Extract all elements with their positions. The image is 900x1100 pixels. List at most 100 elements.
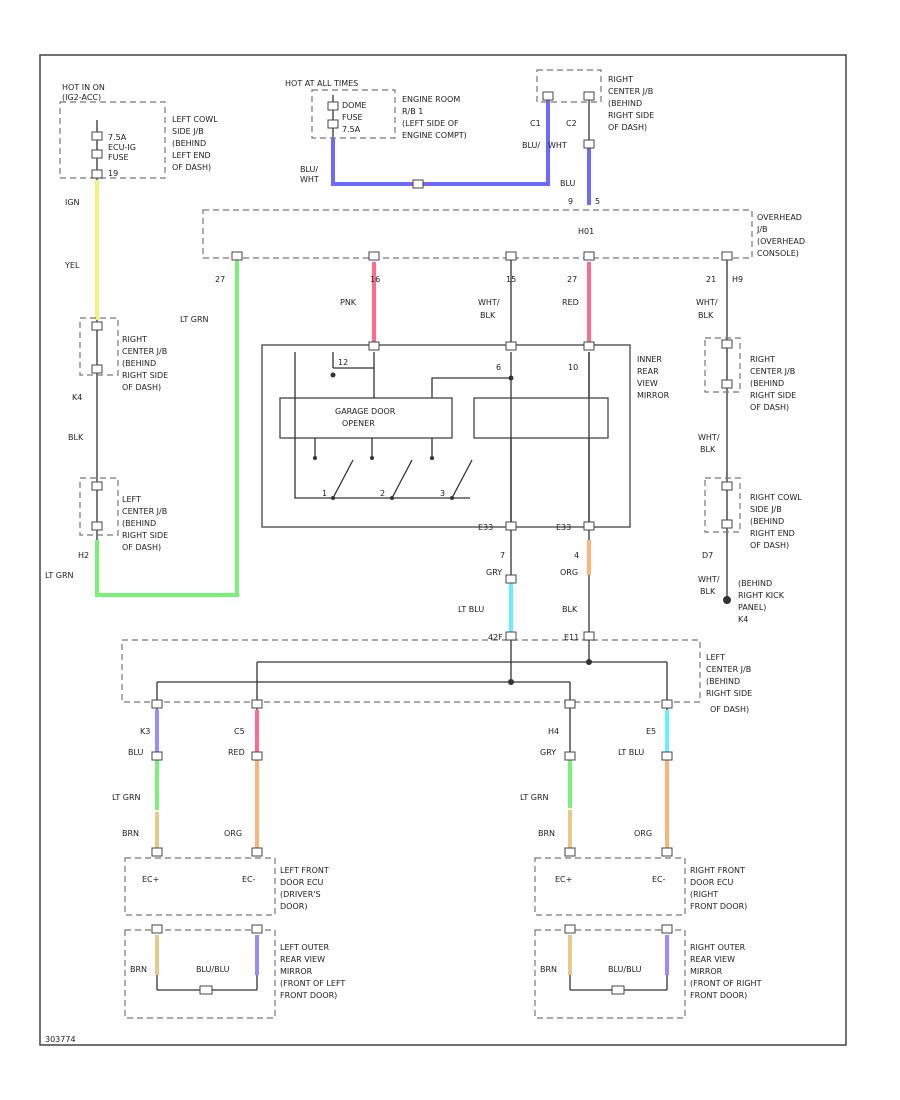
garage-door-opener-box — [279, 397, 453, 439]
lom-label: LEFT OUTER — [280, 943, 329, 952]
wire-label-gry: GRY — [486, 568, 502, 577]
pin-9: 9 — [568, 197, 573, 206]
rcjb-top5: OF DASH) — [608, 123, 647, 132]
e33-a: E33 — [478, 523, 493, 532]
lcjb-left3: (BEHIND — [122, 519, 156, 528]
mirror-circuit-box — [473, 397, 609, 439]
mirror-pin-10: 10 — [568, 363, 578, 372]
fuse1-location3: (BEHIND — [172, 139, 206, 148]
switch-3: 3 — [440, 489, 445, 498]
mirror-pin-12: 12 — [338, 358, 348, 367]
ec-minus-right: EC- — [652, 875, 666, 884]
fuse1-location: LEFT COWL — [172, 115, 218, 124]
gdo-label: GARAGE DOOR — [335, 407, 396, 416]
lcjb-left: LEFT — [122, 495, 141, 504]
wire-label-blk: BLK — [68, 433, 84, 442]
oh-jb4: CONSOLE) — [757, 249, 799, 258]
rfd-label2: DOOR ECU — [690, 878, 733, 887]
wire-label-brn-b: BRN — [538, 829, 555, 838]
lcjb-mid3: (BEHIND — [706, 677, 740, 686]
lfd-label3: (DRIVER'S — [280, 890, 321, 899]
ec-minus-left: EC- — [242, 875, 256, 884]
pin-5: 5 — [595, 197, 600, 206]
wire-label-org: ORG — [560, 568, 578, 577]
pin-7: 7 — [500, 551, 505, 560]
mirror-label4: MIRROR — [637, 391, 670, 400]
fuse1-pin: 19 — [108, 169, 118, 178]
wire-label-blu-wht-b: WHT — [300, 175, 319, 184]
pin-c5: C5 — [234, 727, 245, 736]
ground-label: (BEHIND — [738, 579, 772, 588]
lom-label3: MIRROR — [280, 967, 313, 976]
switch-2: 2 — [380, 489, 385, 498]
c1-label: C1 — [530, 119, 541, 128]
wire-label-blublu2: BLU/BLU — [608, 965, 642, 974]
rcsjb3: (BEHIND — [750, 517, 784, 526]
rcjb-left4: RIGHT SIDE — [122, 371, 168, 380]
rom-label: RIGHT OUTER — [690, 943, 746, 952]
wire-label-brn-d: BRN — [540, 965, 557, 974]
wire-label-blu2: BLU — [128, 748, 144, 757]
fuse2-name3: 7.5A — [342, 125, 361, 134]
rcjb-left5: OF DASH) — [122, 383, 161, 392]
fuse2-name: DOME — [342, 101, 366, 110]
rcjb-right2: CENTER J/B — [750, 367, 795, 376]
oh-jb: OVERHEAD — [757, 213, 802, 222]
rcjb-right3: (BEHIND — [750, 379, 784, 388]
pin-k4: K4 — [72, 393, 82, 402]
wire-label-wht-blk-c: WHT/ — [696, 298, 718, 307]
rcjb-left: RIGHT — [122, 335, 147, 344]
oh-jb3: (OVERHEAD — [757, 237, 805, 246]
mirror-label2: REAR — [637, 367, 659, 376]
rcjb-top: RIGHT — [608, 75, 633, 84]
wire-label-brn-c: BRN — [130, 965, 147, 974]
oh-jb2: J/B — [756, 225, 768, 234]
wire-label-wht-blk-e: WHT/ — [698, 433, 720, 442]
fuse2-location3: (LEFT SIDE OF — [402, 119, 459, 128]
pin-42f: 42F — [488, 633, 503, 642]
rfd-label: RIGHT FRONT — [690, 866, 745, 875]
fuse2-location: ENGINE ROOM — [402, 95, 460, 104]
e33-b: E33 — [556, 523, 571, 532]
rfd-label3: (RIGHT — [690, 890, 718, 899]
h01-label: H01 — [578, 227, 594, 236]
rcjb-top3: (BEHIND — [608, 99, 642, 108]
fuse1-name2: ECU-IG — [108, 143, 136, 152]
fuse2-location2: R/B 1 — [402, 107, 423, 116]
ground-label4: K4 — [738, 615, 748, 624]
gdo-label2: OPENER — [342, 419, 375, 428]
lcjb-mid5: OF DASH) — [710, 705, 749, 714]
connectors — [91, 91, 733, 995]
dashed-boxes — [59, 69, 753, 1019]
rcjb-left3: (BEHIND — [122, 359, 156, 368]
rcjb-top2: CENTER J/B — [608, 87, 653, 96]
fuse2-name2: FUSE — [342, 113, 363, 122]
wire-label-wht-blk-g: WHT/ — [698, 575, 720, 584]
wire-blue-top — [331, 96, 550, 186]
fuse1-name3: FUSE — [108, 153, 129, 162]
wire-label-wht-blk-f: BLK — [700, 445, 716, 454]
wire-label-org-b: ORG — [634, 829, 652, 838]
rcjb-right4: RIGHT SIDE — [750, 391, 796, 400]
ec-plus-right: EC+ — [555, 875, 572, 884]
fuse1-location2: SIDE J/B — [172, 127, 204, 136]
wire-label-wht-blk-b: BLK — [480, 311, 496, 320]
fuse2-header: HOT AT ALL TIMES — [285, 79, 358, 88]
wire-label-wht-blk-d: BLK — [698, 311, 714, 320]
wire-label-brn-a: BRN — [122, 829, 139, 838]
wire-label-ltblu: LT BLU — [458, 605, 484, 614]
plain-wires — [96, 95, 728, 991]
wire-green-left — [95, 258, 239, 597]
wire-label-wht-blk-a: WHT/ — [478, 298, 500, 307]
wire-label-red2: RED — [228, 748, 245, 757]
lfd-label2: DOOR ECU — [280, 878, 323, 887]
pin-ign: IGN — [65, 198, 80, 207]
fuse1-location5: OF DASH) — [172, 163, 211, 172]
lfd-label4: DOOR) — [280, 902, 307, 911]
lcjb-mid: LEFT — [706, 653, 725, 662]
rcsjb2: SIDE J/B — [750, 505, 782, 514]
pin-e11: E11 — [564, 633, 579, 642]
switch-1: 1 — [322, 489, 327, 498]
wire-label-org-a: ORG — [224, 829, 242, 838]
